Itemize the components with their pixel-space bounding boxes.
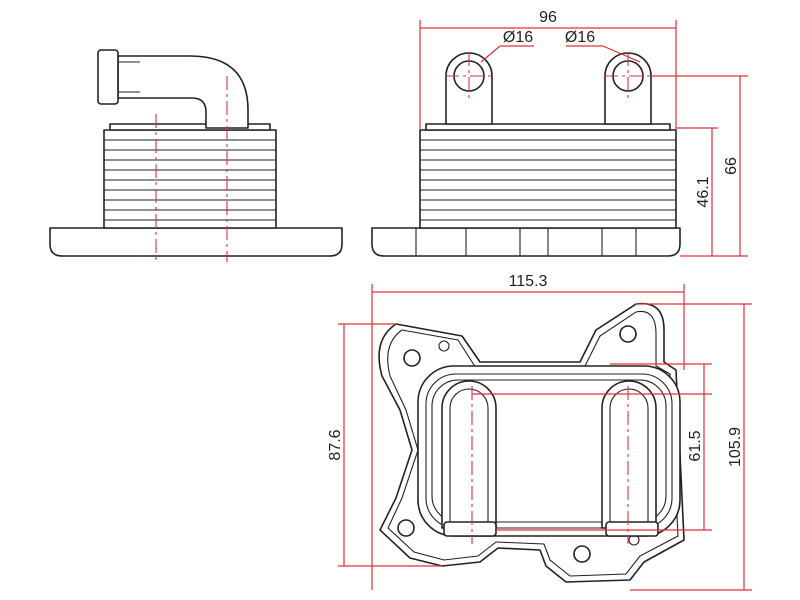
dimension-height-left: 87.6 <box>327 429 344 460</box>
side-view-bent-pipe <box>117 55 249 129</box>
front-view <box>371 52 681 257</box>
mount-hole-bottom-left <box>397 519 415 537</box>
side-view <box>49 49 343 262</box>
dimension-port-diameter-right: Ø16 <box>565 29 595 46</box>
top-view <box>378 302 685 583</box>
top-view-dimensions <box>338 284 752 591</box>
front-view-fin-stack <box>419 129 677 229</box>
front-view-base-plate <box>371 227 681 257</box>
top-view-port-left <box>441 380 497 529</box>
front-view-dimensions <box>419 20 748 257</box>
dimension-height-total: 66 <box>723 157 740 175</box>
side-view-fin-stack <box>103 129 277 229</box>
front-view-fins <box>420 139 676 221</box>
dimension-width-top: 96 <box>539 9 557 26</box>
side-view-pipe-fitting <box>97 49 119 105</box>
front-view-base-tabs <box>415 228 637 256</box>
side-view-fins <box>104 139 276 221</box>
side-view-top-cap <box>109 123 271 131</box>
mount-hole-bottom-right <box>573 545 591 563</box>
mount-hole-top-left <box>403 349 421 367</box>
mount-hole-top-right <box>619 325 637 343</box>
side-view-base-plate <box>49 227 343 257</box>
dimension-width-plate: 115.3 <box>509 273 548 290</box>
dimension-port-diameter-left: Ø16 <box>503 29 533 46</box>
dimension-height-right: 105.9 <box>727 427 744 467</box>
dimension-port-spacing: 61.5 <box>687 430 704 461</box>
top-view-port-right <box>601 380 657 529</box>
top-view-base-plate-inner-edge <box>387 310 679 577</box>
dimension-height-stack: 46.1 <box>695 176 712 207</box>
